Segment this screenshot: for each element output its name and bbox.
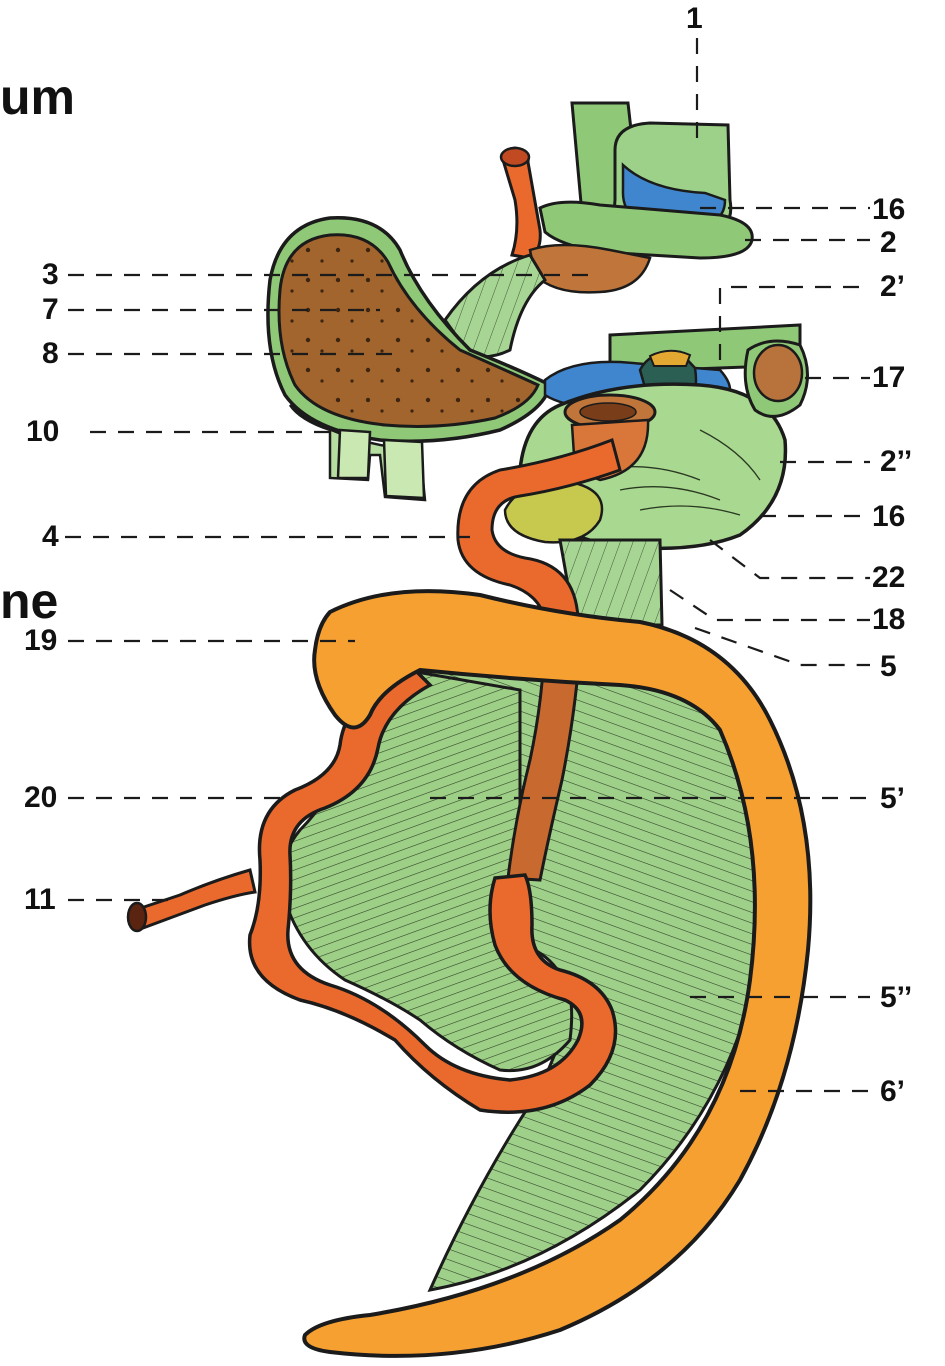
label-1: 1 (686, 4, 703, 34)
label-17: 17 (872, 363, 905, 393)
label-20: 20 (24, 783, 57, 813)
label-22: 22 (872, 563, 905, 593)
upper-organ-section (445, 103, 752, 357)
label-6-prime: 6’ (880, 1077, 905, 1107)
label-5-double-prime: 5’’ (880, 983, 912, 1013)
label-19: 19 (24, 626, 57, 656)
label-16-upper: 16 (872, 195, 905, 225)
label-2: 2 (880, 228, 897, 258)
label-7: 7 (42, 295, 59, 325)
label-2-double-prime: 2’’ (880, 447, 912, 477)
label-4: 4 (42, 522, 59, 552)
label-3: 3 (42, 260, 59, 290)
label-5: 5 (880, 652, 897, 682)
label-8: 8 (42, 339, 59, 369)
label-11: 11 (24, 885, 56, 915)
title-fragment-middle: ne (0, 576, 58, 626)
liver-section (268, 218, 550, 500)
label-10: 10 (26, 417, 59, 447)
label-5-prime: 5’ (880, 784, 905, 814)
label-2-prime: 2’ (880, 272, 905, 302)
title-fragment-top: um (0, 72, 75, 122)
label-18: 18 (872, 605, 905, 635)
label-16-lower: 16 (872, 502, 905, 532)
